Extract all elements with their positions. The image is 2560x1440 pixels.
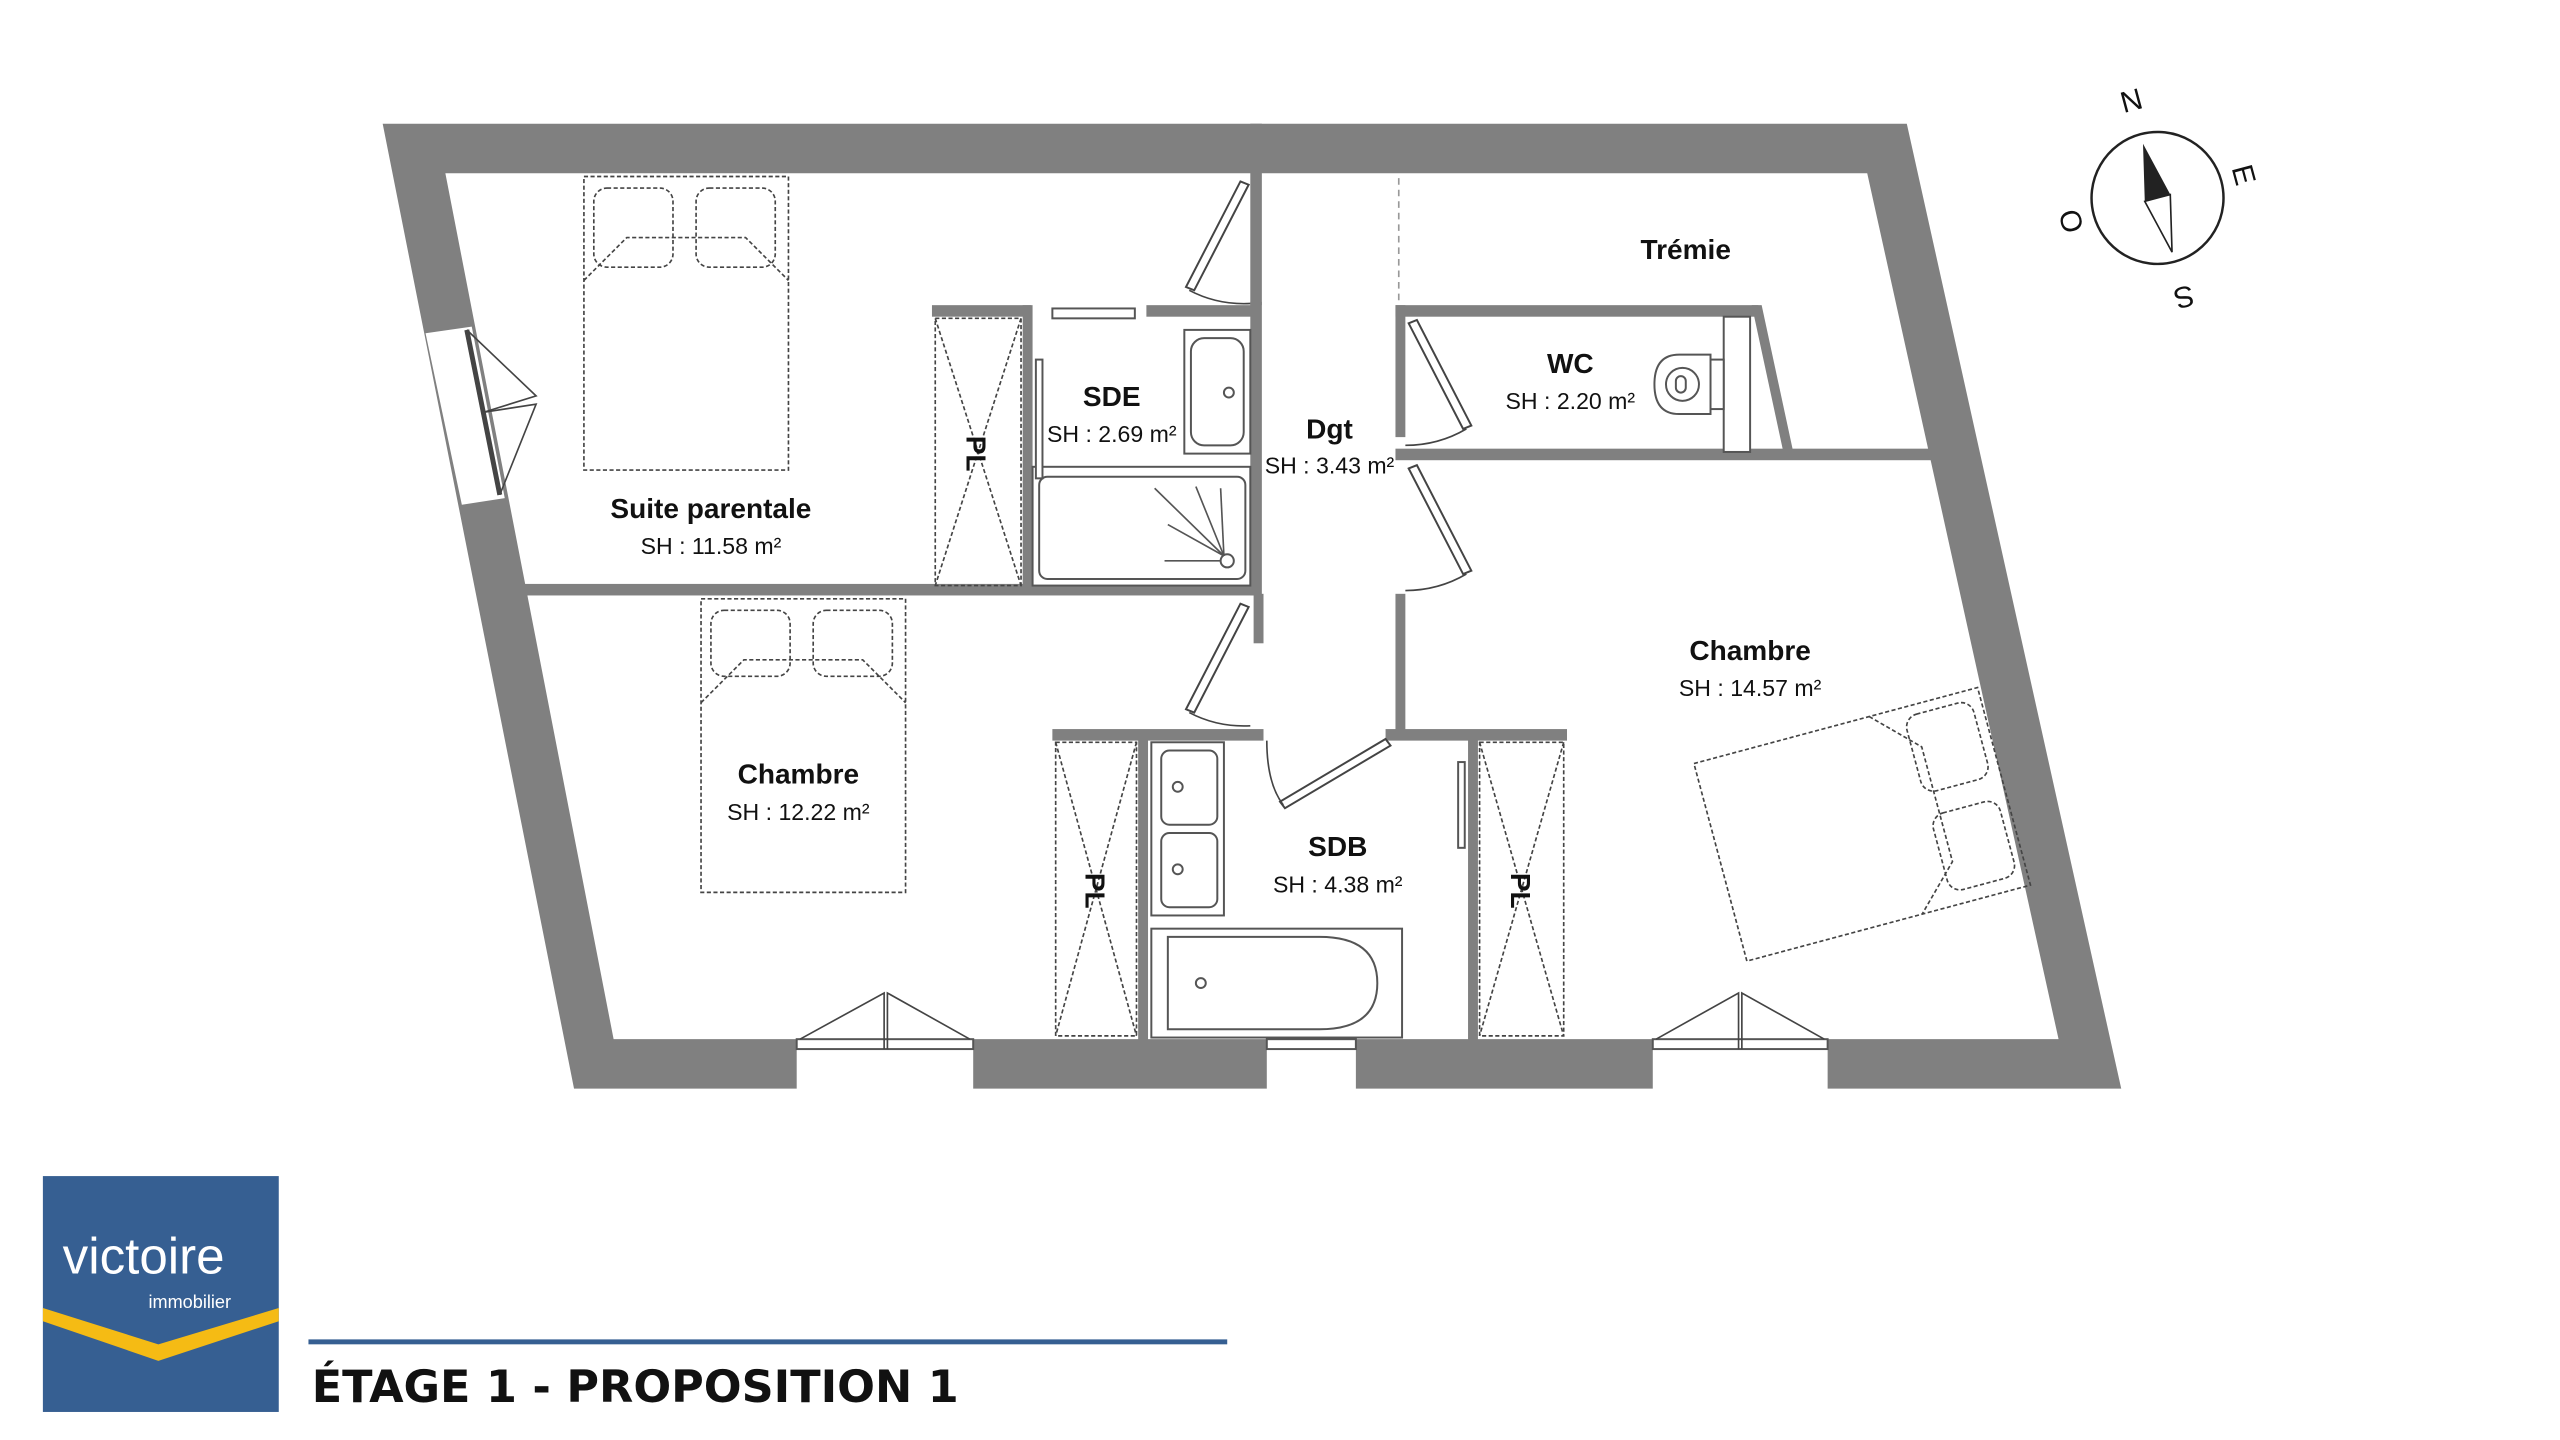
compass-s: S [2170, 278, 2198, 315]
room-name-chambre-2: Chambre [1689, 635, 1811, 666]
victoire-logo: victoire immobilier [42, 1176, 279, 1412]
room-area-dgt: SH : 3.43 m² [1265, 452, 1395, 478]
room-area-wc: SH : 2.20 m² [1506, 388, 1636, 414]
closet-label-sdb-right: PL [1505, 873, 1536, 909]
closet-label-sdb-left: PL [1079, 873, 1110, 909]
bed-chambre-2 [1692, 686, 2032, 963]
closets: PL PL PL [934, 317, 1565, 1037]
interior-walls [524, 123, 1934, 1045]
page-title: ÉTAGE 1 - PROPOSITION 1 [312, 1360, 959, 1413]
doors [1184, 180, 1473, 810]
compass-e: E [2225, 161, 2262, 189]
compass: N S E O [2053, 82, 2262, 315]
room-area-sde: SH : 2.69 m² [1047, 421, 1177, 447]
compass-needle-south-icon [2143, 193, 2173, 253]
bed-suite [583, 175, 790, 471]
compass-w: O [2053, 205, 2091, 236]
exterior-wall [382, 123, 2122, 1089]
sdb-fixtures [1150, 741, 1466, 1039]
bed-chambre [700, 597, 907, 894]
room-area-suite: SH : 11.58 m² [641, 533, 782, 559]
room-area-chambre-1: SH : 12.22 m² [727, 799, 870, 825]
room-name-chambre-1: Chambre [738, 759, 860, 790]
room-name-sde: SDE [1083, 381, 1141, 412]
room-name-wc: WC [1547, 348, 1594, 379]
compass-n: N [2117, 82, 2146, 119]
room-name-sdb: SDB [1308, 831, 1367, 862]
compass-needle-north-icon [2143, 143, 2171, 202]
logo-subtitle: immobilier [148, 1292, 231, 1312]
logo-wordmark: victoire [63, 1227, 225, 1284]
room-area-sdb: SH : 4.38 m² [1273, 871, 1403, 897]
windows [425, 326, 1829, 1092]
wc-fixture [1653, 315, 1752, 453]
sde-fixtures [1031, 328, 1252, 587]
closet-label-suite: PL [961, 436, 992, 472]
room-name-dgt: Dgt [1306, 414, 1353, 445]
title-rule [308, 1339, 1228, 1345]
room-area-chambre-2: SH : 14.57 m² [1679, 675, 1822, 701]
room-name-suite: Suite parentale [610, 493, 811, 524]
room-name-tremie: Trémie [1641, 234, 1731, 265]
